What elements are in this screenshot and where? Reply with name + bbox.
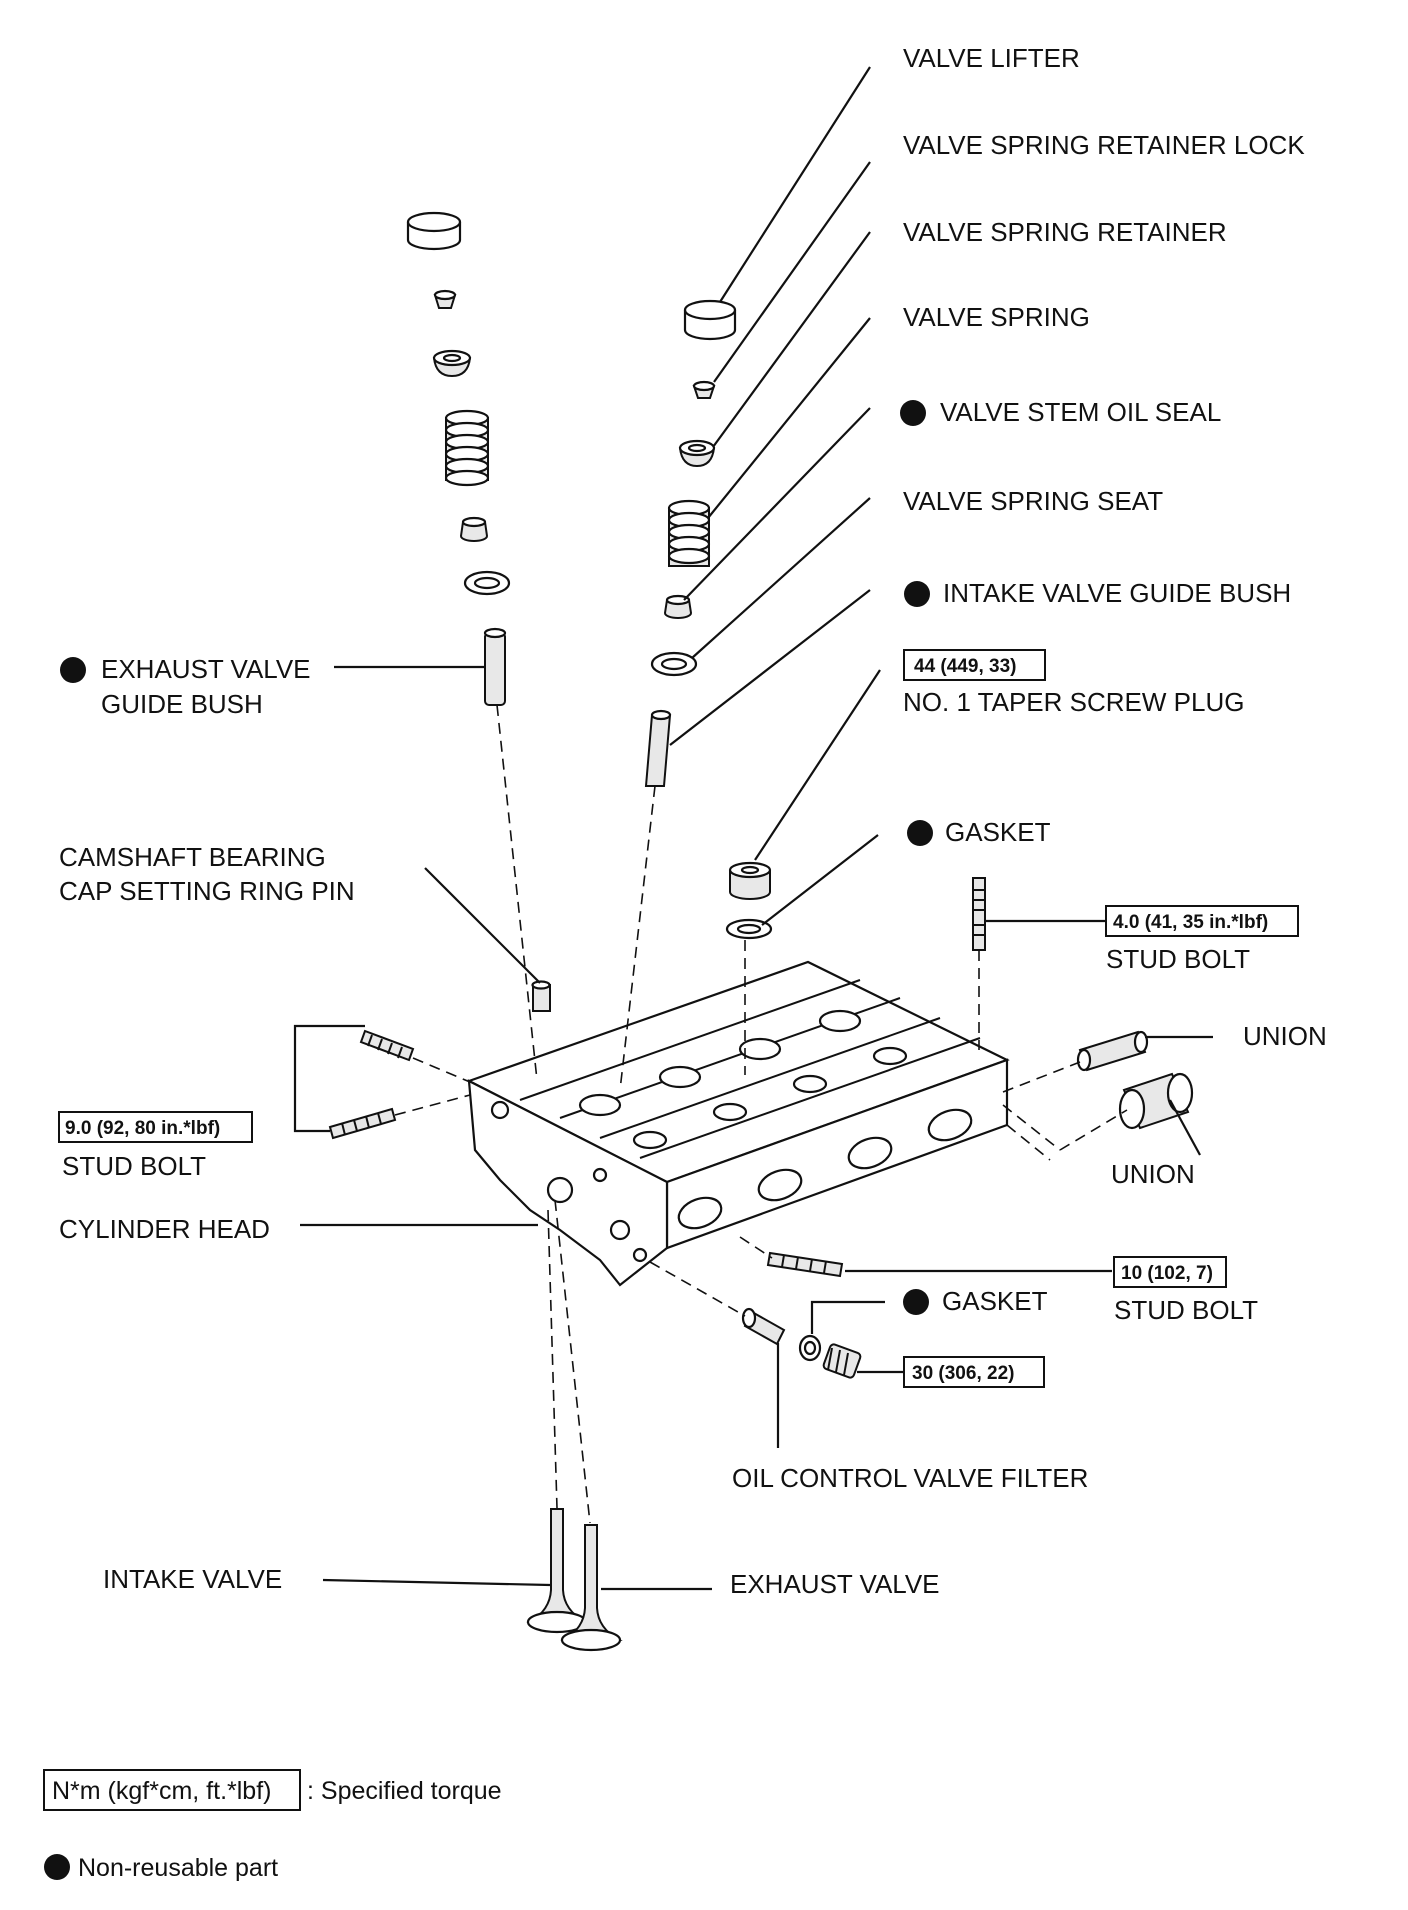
left-valve-stack (406, 211, 511, 706)
left-valve-stem-oil-seal (459, 516, 489, 542)
center-valve-lifter (683, 299, 737, 341)
nonreusable-dot-gasket-upper (907, 820, 933, 846)
filter-plug (822, 1343, 862, 1379)
legend-torque-desc: : Specified torque (307, 1777, 502, 1805)
alignment-lines (394, 704, 1128, 1524)
stud-bolt-left-lower (328, 1107, 397, 1140)
torque-taper-plug: 44 (449, 33) (914, 656, 1016, 677)
intake-valve-part (526, 1508, 589, 1634)
label-valve-spring-seat: VALVE SPRING SEAT (903, 486, 1163, 516)
leader-lines (293, 66, 1213, 1591)
center-valve-stack (644, 299, 737, 787)
cylinder-head (466, 960, 1010, 1287)
torque-box-filter-plug (903, 1356, 1045, 1388)
torque-box-stud-left (58, 1111, 253, 1143)
stud-bolt-left-upper (359, 1029, 415, 1062)
center-spring-retainer (678, 439, 716, 468)
center-spring-seat (650, 651, 698, 677)
union-lower-part (1118, 1072, 1194, 1130)
label-taper-screw-plug: NO. 1 TAPER SCREW PLUG (903, 687, 1244, 717)
oil-control-valve-filter (741, 1307, 786, 1346)
left-spring-retainer (432, 349, 472, 378)
label-camshaft-pin-2: CAP SETTING RING PIN (59, 876, 355, 906)
nonreusable-dot-stem-seal (900, 400, 926, 426)
exhaust-valve-part (560, 1524, 623, 1652)
taper-screw-plug (728, 861, 772, 900)
label-gasket-lower: GASKET (942, 1286, 1048, 1316)
torque-box-taper-plug (903, 649, 1046, 681)
union-upper-part (1076, 1030, 1149, 1072)
legend-nonreusable-desc: Non-reusable part (78, 1854, 278, 1882)
legend: N*m (kgf*cm, ft.*lbf) : Specified torque… (43, 1769, 502, 1882)
center-valve-spring (667, 499, 711, 567)
label-valve-spring: VALVE SPRING (903, 302, 1090, 332)
label-cylinder-head: CYLINDER HEAD (59, 1214, 270, 1244)
filter-gasket (798, 1334, 822, 1362)
label-intake-valve: INTAKE VALVE (103, 1564, 282, 1594)
center-retainer-lock (692, 380, 716, 399)
center-valve-stem-oil-seal (663, 594, 693, 619)
camshaft-ring-pin (531, 980, 551, 1012)
torque-box-stud-lower (1113, 1256, 1227, 1288)
label-exhaust-valve-guide-bush-2: GUIDE BUSH (101, 689, 263, 719)
nonreusable-dot-legend (44, 1854, 70, 1880)
nonreusable-dot-gasket-lower (903, 1289, 929, 1315)
label-valve-spring-retainer: VALVE SPRING RETAINER (903, 217, 1227, 247)
left-valve-lifter (406, 211, 462, 251)
stud-bolt-lower (766, 1251, 844, 1278)
legend-torque-unit: N*m (kgf*cm, ft.*lbf) (52, 1777, 271, 1805)
label-union-lower: UNION (1111, 1159, 1195, 1189)
taper-plug-gasket (725, 918, 773, 940)
label-stud-bolt-lower: STUD BOLT (1114, 1295, 1258, 1325)
stud-bolt-right (972, 877, 986, 951)
torque-stud-right: 4.0 (41, 35 in.*lbf) (1113, 912, 1268, 933)
left-spring-seat (463, 570, 511, 596)
torque-stud-lower: 10 (102, 7) (1121, 1263, 1213, 1284)
label-valve-spring-retainer-lock: VALVE SPRING RETAINER LOCK (903, 130, 1305, 160)
label-intake-valve-guide-bush: INTAKE VALVE GUIDE BUSH (943, 578, 1291, 608)
label-gasket-upper: GASKET (945, 817, 1051, 847)
nonreusable-dot-intake-bush (904, 581, 930, 607)
label-oil-control-valve-filter: OIL CONTROL VALVE FILTER (732, 1463, 1088, 1493)
label-stud-bolt-right: STUD BOLT (1106, 944, 1250, 974)
torque-box-stud-right (1105, 905, 1299, 937)
label-valve-lifter: VALVE LIFTER (903, 43, 1080, 73)
label-exhaust-valve: EXHAUST VALVE (730, 1569, 940, 1599)
left-valve-spring (444, 409, 490, 487)
label-union-upper: UNION (1243, 1021, 1327, 1051)
torque-filter-plug: 30 (306, 22) (912, 1363, 1014, 1384)
label-camshaft-pin-1: CAMSHAFT BEARING (59, 842, 326, 872)
left-guide-bush (483, 627, 507, 706)
label-stud-bolt-left: STUD BOLT (62, 1151, 206, 1181)
legend-torque-box (43, 1769, 301, 1811)
nonreusable-dot-exhaust-bush (60, 657, 86, 683)
left-retainer-lock (433, 289, 457, 309)
torque-stud-left: 9.0 (92, 80 in.*lbf) (65, 1118, 220, 1139)
label-exhaust-valve-guide-bush-1: EXHAUST VALVE (101, 654, 311, 684)
label-valve-stem-oil-seal: VALVE STEM OIL SEAL (940, 397, 1221, 427)
center-guide-bush (644, 709, 672, 787)
